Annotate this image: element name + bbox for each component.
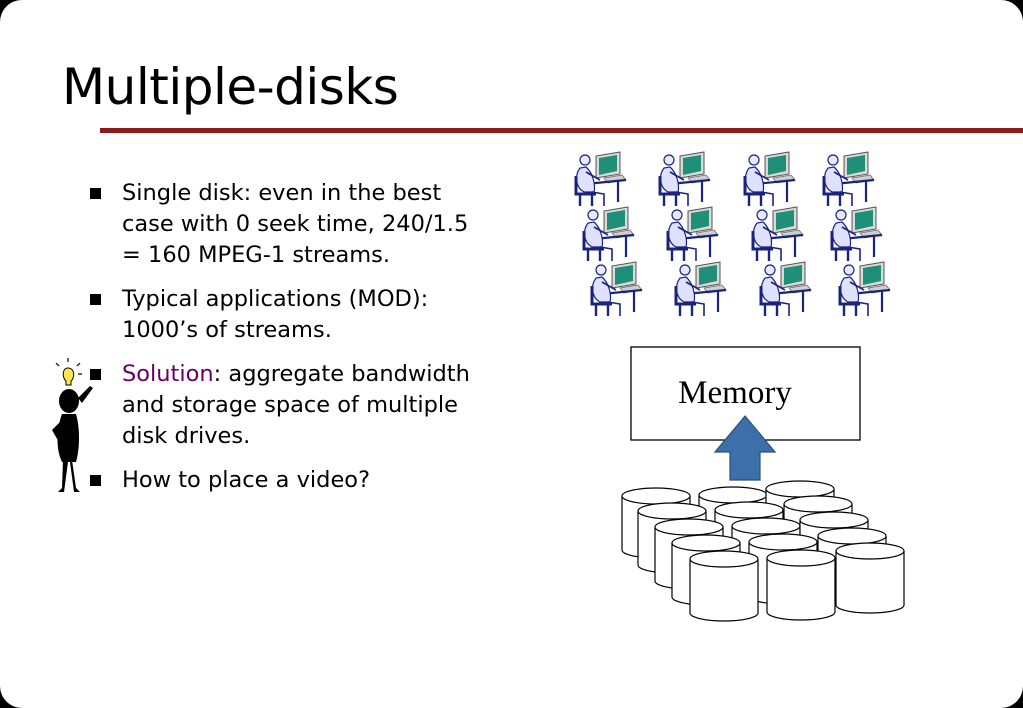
disk-cluster [621,480,905,622]
user-computer-icon [751,205,805,263]
bullet-square-icon [90,475,101,486]
disk-icon [689,550,759,622]
user-computer-icon [743,150,797,208]
user-computer-icon [838,260,892,318]
disk-icon [766,549,836,621]
bullet-list: Single disk: even in the best case with … [88,178,488,509]
user-computer-icon [666,205,720,263]
user-computer-icon [658,150,712,208]
bullet-text: How to place a video? [122,467,371,493]
bullet-square-icon [90,294,101,305]
title-rule [100,128,1023,133]
bullet-text: Typical applications (MOD): 1000’s of st… [122,286,429,343]
disk-icon [835,542,905,614]
user-computer-icon [582,205,636,263]
user-computer-icon [822,150,876,208]
bullet-item: How to place a video? [88,465,488,496]
up-arrow-icon [713,415,777,481]
user-computer-icon [590,260,644,318]
bullet-item: Single disk: even in the best case with … [88,178,488,271]
user-computer-icon [759,260,813,318]
bullet-text: Single disk: even in the best case with … [122,180,469,268]
users-group [574,150,892,318]
bullet-item: Solution: aggregate bandwidth and storag… [88,359,488,452]
bullet-item: Typical applications (MOD): 1000’s of st… [88,284,488,346]
bullet-square-icon [90,369,101,380]
memory-label: Memory [678,375,792,411]
bullet-highlight: Solution [122,361,214,387]
thinking-person-icon [52,358,93,492]
user-computer-icon [674,260,728,318]
user-computer-icon [830,205,884,263]
bullet-text: : aggregate bandwidth and storage space … [122,361,470,449]
bullet-square-icon [90,188,101,199]
slide-title: Multiple-disks [62,58,399,116]
user-computer-icon [574,150,628,208]
